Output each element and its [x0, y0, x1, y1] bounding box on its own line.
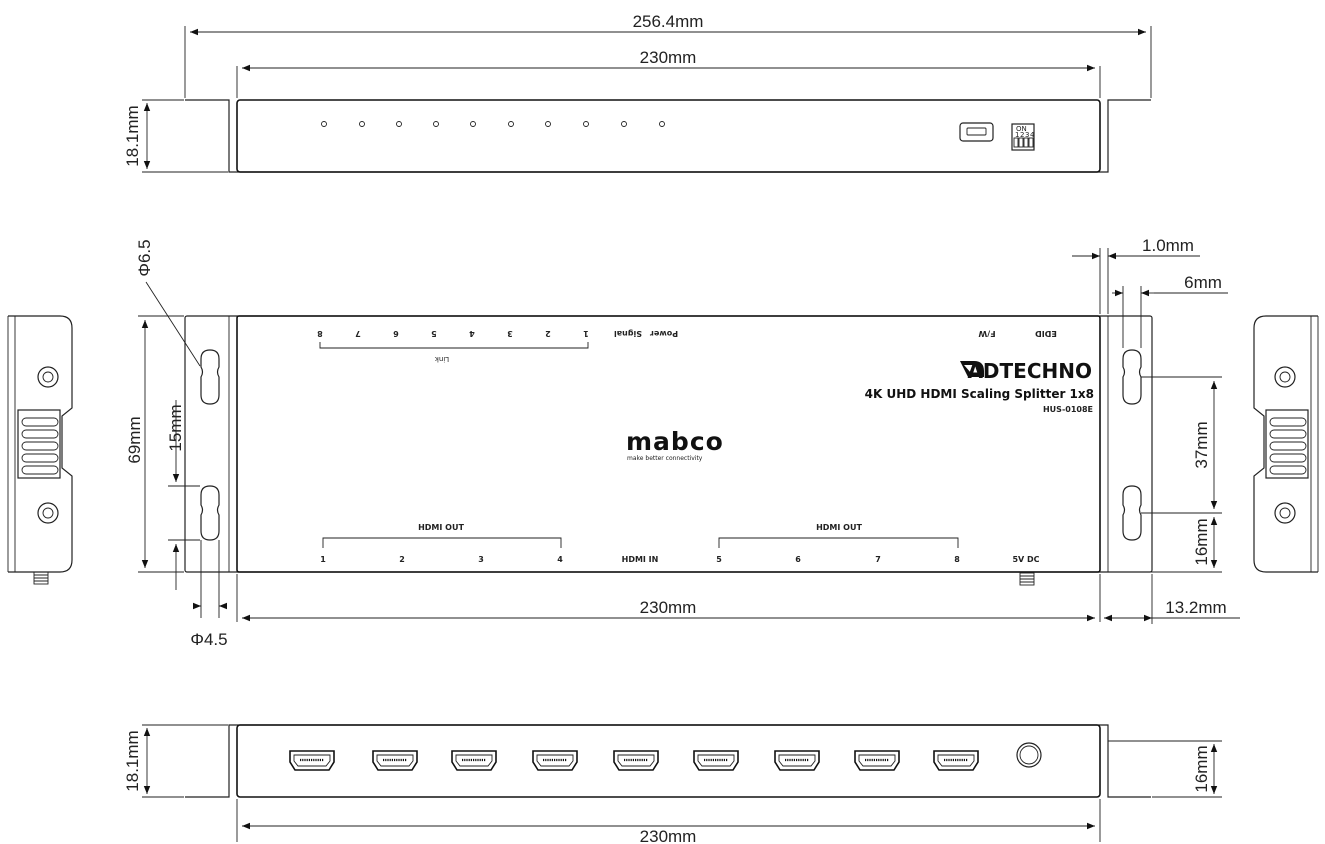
mount-slot-right-bottom [1122, 485, 1142, 541]
label-link-8: 8 [317, 329, 323, 338]
mount-slot-left-bottom [200, 485, 220, 541]
dim-port-height: 16mm [1192, 745, 1211, 792]
hdmi-port-icon [693, 750, 739, 771]
hdmi-port-icon [933, 750, 979, 771]
port-label-6: 6 [795, 555, 801, 564]
dim-back-height: 18.1mm [123, 730, 142, 791]
dip-num-2: 2 [1020, 131, 1024, 139]
port-label-5: 5 [716, 555, 722, 564]
dim-slot-length: 15mm [166, 404, 185, 451]
label-link-3: 3 [507, 329, 513, 338]
label-link-4: 4 [469, 329, 475, 338]
mount-slot-left-top [200, 349, 220, 405]
top-view: 8 7 6 5 4 3 2 1 Power Signal F/W EDID Li… [125, 236, 1240, 649]
port-label-2: 2 [399, 555, 405, 564]
hdmi-port-row [289, 750, 979, 771]
hdmi-port-icon [372, 750, 418, 771]
dip-on-label: ON [1016, 125, 1027, 133]
hdmi-port-icon [854, 750, 900, 771]
dip-switch-icon: ON 1 2 3 4 [1011, 123, 1035, 151]
usb-port-icon [959, 122, 994, 142]
dip-num-4: 4 [1030, 131, 1035, 139]
label-link-7: 7 [355, 329, 361, 338]
label-link-6: 6 [393, 329, 399, 338]
port-label-1: 1 [320, 555, 326, 564]
product-name: 4K UHD HDMI Scaling Splitter 1x8 [865, 387, 1094, 401]
dip-num-3: 3 [1025, 131, 1029, 139]
side-view-left [7, 315, 73, 585]
port-label-3: 3 [478, 555, 484, 564]
hdmi-port-icon [532, 750, 578, 771]
hdmi-out-right-label: HDMI OUT [816, 523, 862, 532]
dc-power-jack-icon [1016, 742, 1042, 768]
adtechno-logo: ADTECHNO [960, 359, 1092, 383]
dim-slot-width: 6mm [1184, 273, 1222, 292]
bottom-port-labels: HDMI OUT HDMI OUT 1 2 3 4 HDMI IN 5 6 7 … [320, 523, 1039, 564]
dim-overall-width: 256.4mm [633, 12, 704, 31]
front-view: ON 1 2 3 4 256.4mm 230mm 18.1mm [123, 12, 1152, 173]
dim-hole-large: Φ6.5 [135, 239, 154, 276]
dim-flange-width: 13.2mm [1165, 598, 1226, 617]
mount-slot-right-top [1122, 349, 1142, 405]
mabco-wordmark: mabco [626, 427, 724, 456]
side-view-right [1253, 315, 1319, 573]
label-link-5: 5 [431, 329, 437, 338]
dip-num-1: 1 [1015, 131, 1019, 139]
port-label-5v-dc: 5V DC [1012, 555, 1039, 564]
dim-hole-small: Φ4.5 [190, 630, 227, 649]
adtechno-mark-icon [960, 361, 984, 377]
model-number: HUS-0108E [1043, 405, 1093, 414]
hdmi-port-icon [774, 750, 820, 771]
label-power: Power [650, 329, 678, 338]
dim-depth: 69mm [125, 416, 144, 463]
mabco-logo: mabco make better connectivity [626, 427, 724, 462]
hdmi-port-icon [289, 750, 335, 771]
hdmi-out-left-label: HDMI OUT [418, 523, 464, 532]
hdmi-port-icon [613, 750, 659, 771]
dim-body-width-back: 230mm [640, 827, 697, 844]
dim-slot-offset: 16mm [1192, 518, 1211, 565]
label-signal: Signal [614, 329, 642, 338]
port-label-4: 4 [557, 555, 563, 564]
dim-front-height: 18.1mm [123, 105, 142, 166]
brand-name: ADTECHNO [967, 359, 1092, 383]
label-edid: EDID [1035, 329, 1057, 338]
front-led-row [321, 121, 665, 127]
dim-body-width-top: 230mm [640, 598, 697, 617]
back-view: 18.1mm 16mm 230mm [123, 724, 1222, 844]
label-fw: F/W [978, 329, 995, 338]
dim-slot-spacing: 37mm [1192, 421, 1211, 468]
dc-jack-icon [1019, 572, 1035, 586]
dim-body-width-front: 230mm [640, 48, 697, 67]
top-status-labels: 8 7 6 5 4 3 2 1 Power Signal F/W EDID Li… [317, 329, 1057, 363]
port-label-hdmi-in: HDMI IN [622, 555, 659, 564]
dim-flange-thickness: 1.0mm [1142, 236, 1194, 255]
port-label-8: 8 [954, 555, 960, 564]
label-link: Link [434, 355, 449, 363]
hdmi-port-icon [451, 750, 497, 771]
port-label-7: 7 [875, 555, 881, 564]
label-link-2: 2 [545, 329, 551, 338]
label-link-1: 1 [583, 329, 589, 338]
mabco-tagline: make better connectivity [627, 455, 703, 462]
